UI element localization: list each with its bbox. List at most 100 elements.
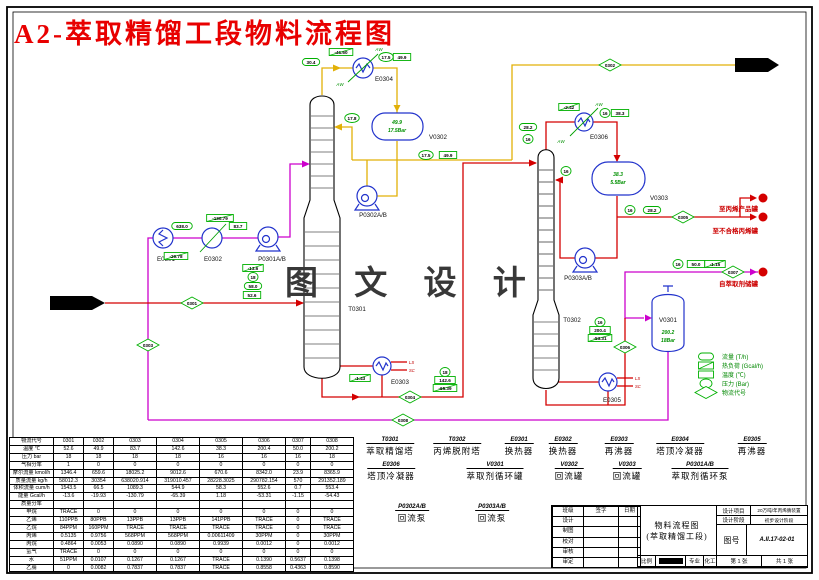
svg-text:638.0: 638.0 bbox=[176, 224, 188, 229]
stream-tag-rect: 142.6 bbox=[434, 376, 456, 384]
stream-table-cell: 142.6 bbox=[156, 444, 200, 454]
drum-V0302 bbox=[371, 112, 424, 141]
scale-label: 比例 bbox=[637, 556, 655, 567]
stream-table-cell: 0 bbox=[199, 508, 243, 518]
stream-table-header: 0305 bbox=[199, 437, 243, 446]
stream-tag-diamond: 0301 bbox=[180, 296, 204, 310]
legend-label: 流量 (T/h) bbox=[722, 355, 749, 361]
stream-tag-diamond: 0308 bbox=[391, 413, 415, 427]
stream-table-row-label: 质量分率 bbox=[9, 500, 54, 510]
stream-table-cell: 544.9 bbox=[156, 484, 200, 494]
stream-table-cell: TRACE bbox=[310, 516, 354, 525]
stream-table-cell: 9012.6 bbox=[156, 468, 200, 478]
svg-text:49.9: 49.9 bbox=[398, 55, 407, 60]
titleblock-blank-cell bbox=[583, 546, 619, 559]
stream-table-cell: 0 bbox=[285, 523, 311, 533]
stream-table-cell: 30PPM bbox=[242, 531, 286, 541]
stream-table-cell: 1543.5 bbox=[53, 484, 84, 494]
stream-tag-xrect: -130.79 bbox=[206, 214, 234, 222]
legend-label: 温度 (℃) bbox=[722, 373, 746, 379]
stream-table-cell: 0 bbox=[156, 460, 200, 470]
stream-table-cell: 13PPB bbox=[156, 516, 200, 525]
titleblock-blank-cell: 日期 bbox=[618, 505, 641, 518]
exchanger-E0302-icon bbox=[201, 227, 223, 249]
equipment-label-T0301: T0301 bbox=[348, 306, 366, 313]
stream-table-cell: 0 bbox=[113, 508, 157, 518]
stream-table-cell: 0.5637 bbox=[285, 555, 311, 565]
stream-table-cell: 84PPM bbox=[53, 523, 84, 533]
stream-table-cell: 16 bbox=[285, 452, 311, 462]
svg-text:28.2: 28.2 bbox=[524, 125, 533, 130]
equipment-label-E0306: E0306 bbox=[590, 134, 608, 141]
stream-table-cell: -53.31 bbox=[242, 492, 286, 502]
boundary-label: 自萃取剂储罐 bbox=[719, 279, 759, 288]
pump-P0302AB-icon bbox=[353, 185, 381, 211]
stream-table-header: 0308 bbox=[310, 437, 354, 446]
svg-text:-41.60: -41.60 bbox=[334, 50, 347, 55]
stream-table-header: 0303 bbox=[113, 437, 157, 446]
stream-tag-rect: 200.4 bbox=[589, 326, 611, 334]
svg-text:0304: 0304 bbox=[405, 395, 416, 400]
titleblock-blank-cell bbox=[583, 526, 619, 538]
stream-table-cell: 0 bbox=[156, 508, 200, 518]
svg-text:16: 16 bbox=[525, 137, 531, 142]
title-block-signatures: 班级签字日期设计制图校对审核审定 bbox=[552, 505, 641, 569]
svg-text:-53.31: -53.31 bbox=[593, 336, 606, 341]
stream-table-cell: TRACE bbox=[113, 523, 157, 533]
stream-table-cell: 0.0012 bbox=[310, 539, 354, 549]
stream-table-row-label: 摩尔流量 kmol/h bbox=[9, 468, 54, 478]
stream-table-row-label: 压力 bar bbox=[9, 452, 54, 462]
stream-table-cell bbox=[285, 500, 311, 510]
stream-table-cell: 0 bbox=[285, 547, 311, 557]
stream-table-cell: 18 bbox=[83, 452, 114, 462]
svg-text:0305: 0305 bbox=[678, 215, 689, 220]
scale-value-redacted bbox=[658, 558, 683, 564]
stream-table-cell: 0.4864 bbox=[53, 539, 84, 549]
utility-label: AW bbox=[556, 139, 565, 144]
vessel-annotation: 38.3 bbox=[613, 172, 623, 178]
svg-text:-1.15: -1.15 bbox=[710, 262, 721, 267]
stream-tag-circle: 16 bbox=[594, 317, 606, 327]
stream-tag-xrect: -41.60 bbox=[328, 48, 354, 56]
svg-text:142.6: 142.6 bbox=[439, 378, 451, 383]
svg-text:38.3: 38.3 bbox=[616, 111, 625, 116]
stream-table-cell: 0 bbox=[242, 547, 286, 557]
title-block: 班级签字日期设计制图校对审核审定 物料流程图 (萃取精馏工段) 设计项目 20万… bbox=[551, 505, 808, 569]
svg-text:28.2: 28.2 bbox=[648, 208, 657, 213]
titleblock-blank-cell bbox=[583, 536, 619, 548]
discipline-label: 专业 bbox=[685, 556, 703, 567]
stream-table-cell: 0.4363 bbox=[285, 563, 311, 573]
stream-table-cell: 0 bbox=[242, 460, 286, 470]
legend-symbol-oval-icon bbox=[698, 352, 714, 361]
stream-table-cell: TRACE bbox=[199, 555, 243, 565]
stream-table-cell: 0 bbox=[83, 508, 114, 518]
stream-table-cell: TRACE bbox=[53, 508, 84, 518]
stream-tag-xrect: -65.39 bbox=[432, 384, 458, 392]
exchanger-E0303-icon bbox=[372, 356, 392, 376]
stream-table-cell: -130.79 bbox=[113, 492, 157, 502]
stream-tag-circle: 18 bbox=[247, 272, 259, 282]
stream-table-cell: 0.1390 bbox=[242, 555, 286, 565]
exchangers bbox=[152, 57, 618, 392]
exchanger-E0301-icon bbox=[152, 227, 174, 249]
stream-table-cell: 8365.9 bbox=[310, 468, 354, 478]
utility-label: AW bbox=[594, 102, 603, 107]
stream-table-cell: 141PPB bbox=[199, 516, 243, 525]
stream-table-cell: 0 bbox=[285, 516, 311, 525]
stream-table-cell: 659.6 bbox=[83, 468, 114, 478]
stream-tag-circle: 17.5 bbox=[378, 52, 394, 62]
stream-table-cell: 0.1267 bbox=[156, 555, 200, 565]
stream-table-cell: 23.9 bbox=[285, 468, 311, 478]
stream-table-cell: TRACE bbox=[199, 523, 243, 533]
stream-table-cell: 66.5 bbox=[83, 484, 114, 494]
vessel-annotation: 17.5Bar bbox=[388, 128, 407, 134]
stream-table-cell: 0 bbox=[285, 460, 311, 470]
equipment-label-E0303: E0303 bbox=[391, 379, 409, 386]
stream-table-cell bbox=[242, 500, 286, 510]
svg-text:-13.6: -13.6 bbox=[248, 266, 259, 271]
stream-tag-diamond: 0304 bbox=[398, 390, 422, 404]
